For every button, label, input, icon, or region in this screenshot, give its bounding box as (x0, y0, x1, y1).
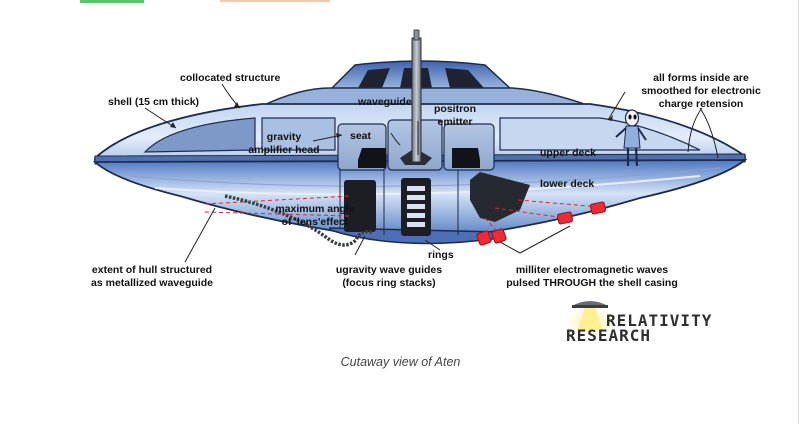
label-gravity-line2: amplifier head (248, 144, 320, 156)
label-rings: rings (428, 249, 454, 261)
top-accent-bar (80, 0, 144, 3)
label-ugravity-wave-guides: ugravity wave guides (focus ring stacks) (318, 264, 460, 290)
label-maximum-angle: maximum angle of 'lens'effect (272, 203, 358, 229)
upper-window-left (143, 117, 256, 153)
label-positron-line1: positron (434, 103, 476, 115)
label-max-angle-line1: maximum angle (275, 203, 355, 215)
central-cabin (337, 119, 495, 171)
logo-research: RESEARCH (566, 326, 652, 345)
figure-caption: Cutaway view of Aten (340, 355, 461, 369)
relativity-logo-mark (564, 301, 616, 336)
dome-window (445, 68, 484, 88)
ring (407, 186, 425, 191)
label-milliter-line1: milliter electromagnetic waves (515, 264, 669, 276)
right-border (798, 0, 799, 424)
seat-right (452, 148, 480, 168)
upper-window-left2 (261, 117, 336, 151)
focus-ring-stack-left (344, 180, 376, 232)
ring (407, 195, 425, 200)
label-upper-deck: upper deck (540, 147, 597, 159)
red-emitters (476, 201, 607, 246)
label-seat: seat (350, 130, 372, 142)
label-forms-smoothed: all forms inside are smoothed for electr… (636, 72, 766, 111)
ring (407, 204, 425, 209)
antenna-mast (411, 29, 422, 163)
label-hull-line1: extent of hull structured (91, 264, 213, 276)
upper-window-right (499, 117, 701, 151)
label-positron-emitter: positron emitter (425, 103, 485, 129)
logo-relativity: RELATIVITY (606, 311, 713, 330)
label-collocated-structure: collocated structure (180, 72, 281, 84)
label-ugravity-line1: ugravity wave guides (335, 264, 443, 276)
label-hull-extent: extent of hull structured as metallized … (72, 264, 232, 290)
ring (407, 213, 425, 218)
label-lower-deck: lower deck (540, 178, 595, 190)
label-milliter-waves: milliter electromagnetic waves pulsed TH… (494, 264, 690, 290)
label-forms-line3: charge retension (658, 98, 744, 110)
seat-left (358, 148, 386, 168)
label-forms-line2: smoothed for electronic (641, 85, 761, 97)
alien-figure (615, 109, 647, 167)
mast-tip (413, 29, 420, 41)
label-gravity-line1: gravity (266, 131, 302, 143)
waveguide-block-right (470, 172, 530, 222)
lower-structures (339, 170, 530, 236)
label-forms-line1: all forms inside are (653, 72, 749, 84)
dome-window (358, 68, 390, 88)
label-positron-line2: emitter (437, 116, 473, 128)
top-faded-bar (220, 0, 330, 2)
label-gravity-amplifier: gravity amplifier head (244, 131, 324, 157)
label-max-angle-line2: of 'lens'effect (281, 216, 349, 228)
label-waveguide: waveguide (358, 96, 412, 108)
mast (411, 37, 422, 163)
label-ugravity-line2: (focus ring stacks) (342, 277, 436, 289)
upper-tier (261, 87, 591, 107)
upper-deck-windows (143, 117, 701, 153)
metallized-waveguide (224, 194, 373, 247)
arrow-heads (170, 102, 613, 138)
label-milliter-line2: pulsed THROUGH the shell casing (506, 277, 678, 289)
leader-lines (144, 83, 719, 263)
ring (407, 222, 425, 227)
label-shell: shell (15 cm thick) (108, 96, 200, 108)
label-hull-line2: as metallized waveguide (91, 277, 213, 289)
